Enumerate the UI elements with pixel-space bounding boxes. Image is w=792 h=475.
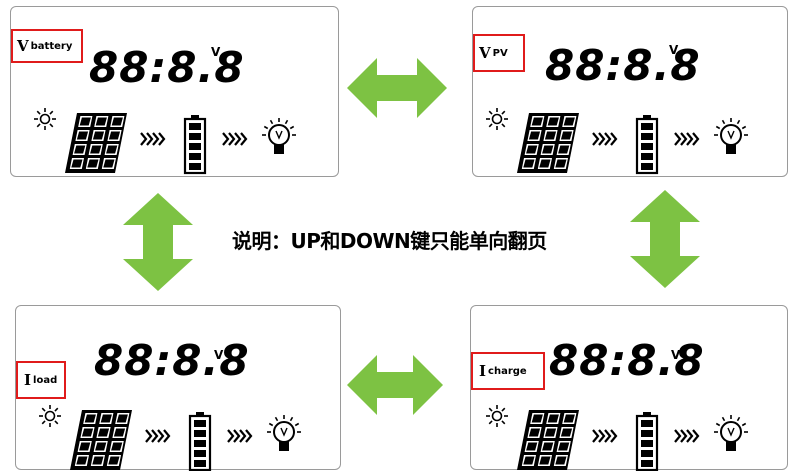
label-i-load: I load <box>16 361 66 399</box>
bulb-icon <box>714 118 748 154</box>
display-panel-battery: V battery 88:8.8 V <box>10 6 339 177</box>
sun-icon <box>39 405 61 427</box>
icon-row <box>486 405 748 471</box>
icon-group <box>486 108 748 175</box>
label-sub: battery <box>30 40 73 52</box>
lcd-digits: 88:8.8 <box>94 336 250 385</box>
flow-arrows-icon <box>140 132 166 146</box>
flow-arrows-icon <box>592 429 618 443</box>
battery-icon <box>188 412 212 471</box>
battery-icon <box>183 115 207 175</box>
icon-group <box>39 405 301 471</box>
sun-icon <box>486 405 508 427</box>
double-arrow-vertical-right <box>630 190 700 288</box>
lcd-digits: 88:8.8 <box>89 43 245 92</box>
bulb-icon <box>714 415 748 451</box>
flow-arrows-icon <box>674 429 700 443</box>
label-v-pv: V PV <box>473 34 525 72</box>
icon-group <box>486 405 748 471</box>
lcd-unit: V <box>669 43 679 57</box>
double-arrow-vertical-left <box>123 193 193 291</box>
lcd-unit: V <box>211 45 221 59</box>
double-arrow-horizontal-bottom <box>347 355 443 415</box>
label-sub: charge <box>488 365 527 377</box>
flow-arrows-icon <box>227 429 253 443</box>
flow-arrows-icon <box>592 132 618 146</box>
display-panel-load: I load 88:8.8 V <box>15 305 341 471</box>
lcd-unit: V <box>214 348 224 362</box>
label-main: I <box>24 371 32 389</box>
battery-icon <box>635 412 659 471</box>
sun-icon <box>486 108 508 130</box>
display-panel-pv: V PV 88:8.8 V <box>472 6 788 177</box>
label-main: V <box>479 44 491 62</box>
icon-row <box>486 108 748 175</box>
bulb-icon <box>267 415 301 451</box>
sun-icon <box>34 108 56 130</box>
solar-panel-icon <box>517 113 579 173</box>
solar-panel-icon <box>65 113 127 173</box>
label-main: V <box>17 37 29 55</box>
icon-row <box>39 405 301 471</box>
label-sub: load <box>33 374 58 386</box>
label-sub: PV <box>492 47 508 59</box>
flow-arrows-icon <box>145 429 171 443</box>
label-main: I <box>479 362 487 380</box>
icon-row <box>34 108 296 175</box>
lcd-unit: V <box>671 348 681 362</box>
solar-panel-icon <box>70 410 132 470</box>
label-i-charge: I charge <box>471 352 545 390</box>
icon-group <box>34 108 296 175</box>
instruction-caption: 说明：UP和DOWN键只能单向翻页 <box>232 229 547 253</box>
bulb-icon <box>262 118 296 154</box>
flow-arrows-icon <box>674 132 700 146</box>
label-v-battery: V battery <box>11 29 83 63</box>
lcd-digits: 88:8.8 <box>545 41 701 90</box>
lcd-digits: 88:8.8 <box>549 336 705 385</box>
flow-arrows-icon <box>222 132 248 146</box>
double-arrow-horizontal-top <box>347 58 447 118</box>
battery-icon <box>635 115 659 175</box>
solar-panel-icon <box>517 410 579 470</box>
display-panel-charge: I charge 88:8.8 V <box>470 305 788 471</box>
